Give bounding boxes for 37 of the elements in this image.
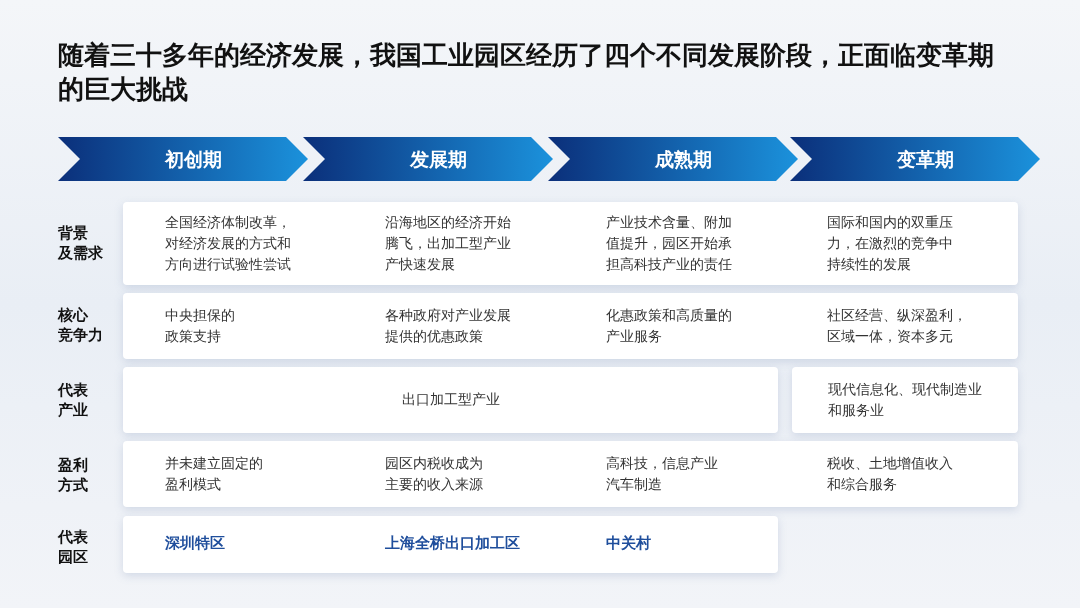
stage-label: 初创期 bbox=[165, 147, 222, 172]
stage-banner bbox=[303, 137, 553, 181]
cell-text: 现代信息化、现代制造业和服务业 bbox=[828, 380, 983, 420]
park-name: 深圳特区 bbox=[165, 534, 225, 553]
stage-label: 成熟期 bbox=[655, 147, 712, 172]
cell-text: 国际和国内的双重压力，在激烈的竞争中持续性的发展 bbox=[827, 213, 954, 274]
stage-banner bbox=[548, 137, 798, 181]
row-heading: 代表园区 bbox=[58, 527, 88, 567]
row-card bbox=[123, 367, 778, 433]
stage-label: 变革期 bbox=[897, 147, 954, 172]
cell-text: 园区内税收成为主要的收入来源 bbox=[385, 454, 484, 494]
row-heading: 代表产业 bbox=[58, 380, 88, 420]
cell-text: 全国经济体制改革，对经济发展的方式和方向进行试验性尝试 bbox=[165, 213, 292, 274]
stage-label: 发展期 bbox=[410, 147, 467, 172]
row-card bbox=[123, 516, 778, 573]
title-text: 随着三十多年的经济发展，我国工业园区经历了四个不同发展阶段，正面临变革期的巨大挑战 bbox=[58, 39, 995, 106]
stage-banner bbox=[58, 137, 308, 181]
cell-text: 高科技，信息产业汽车制造 bbox=[606, 454, 719, 494]
row-heading: 盈利方式 bbox=[58, 455, 88, 495]
row-card bbox=[792, 367, 1018, 433]
park-name: 上海全桥出口加工区 bbox=[385, 534, 520, 553]
stage-banner bbox=[790, 137, 1040, 181]
cell-text: 沿海地区的经济开始腾飞，出加工型产业产快速发展 bbox=[385, 213, 512, 274]
row-card bbox=[123, 293, 1018, 359]
row-heading: 核心竞争力 bbox=[58, 305, 103, 345]
cell-text: 税收、土地增值收入和综合服务 bbox=[827, 454, 954, 494]
cell-text: 并未建立固定的盈利模式 bbox=[165, 454, 264, 494]
cell-text: 化惠政策和高质量的产业服务 bbox=[606, 306, 733, 346]
cell-text: 产业技术含量、附加值提升，园区开始承担高科技产业的责任 bbox=[606, 213, 733, 274]
row-card bbox=[123, 202, 1018, 285]
cell-text: 中央担保的政策支持 bbox=[165, 306, 236, 346]
cell-text: 出口加工型产业 bbox=[400, 390, 501, 409]
cell-text: 社区经营、纵深盈利，区域一体，资本多元 bbox=[827, 306, 968, 346]
park-name: 中关村 bbox=[606, 534, 651, 553]
cell-text: 各种政府对产业发展提供的优惠政策 bbox=[385, 306, 512, 346]
row-card bbox=[123, 441, 1018, 507]
row-heading: 背景及需求 bbox=[58, 223, 103, 263]
